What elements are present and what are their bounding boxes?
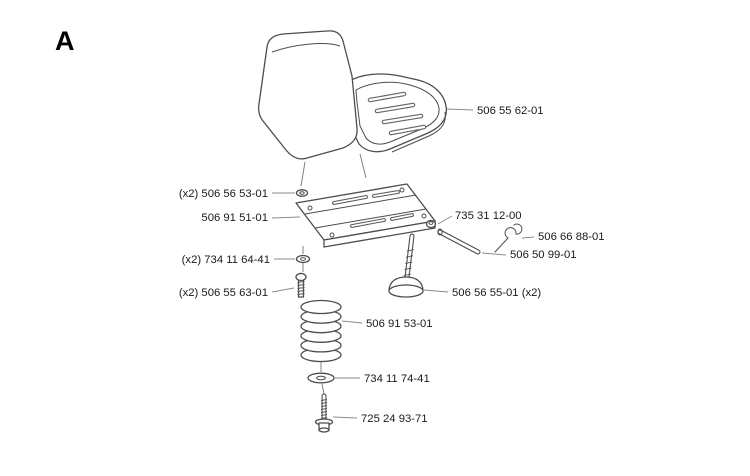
nut-part bbox=[425, 219, 437, 229]
part-label-clip: 506 66 88-01 bbox=[538, 231, 605, 243]
seat-pan-slots bbox=[367, 91, 427, 136]
screw-left-threads bbox=[297, 281, 305, 295]
screw-left-part bbox=[295, 272, 307, 298]
part-labels: 506 55 62-01 (x2) 506 56 53-01 506 91 51… bbox=[179, 105, 605, 425]
knob-base bbox=[388, 284, 424, 298]
knob-shaft-threads bbox=[403, 249, 414, 277]
figure-letter: A bbox=[55, 26, 75, 56]
part-label-screw-left: (x2) 506 55 63-01 bbox=[179, 287, 268, 299]
part-label-nut: 735 31 12-00 bbox=[455, 210, 522, 222]
bolt-threads bbox=[320, 399, 328, 419]
seat-backrest-contour bbox=[271, 43, 341, 53]
part-label-bolt-bottom: 725 24 93-71 bbox=[361, 413, 428, 425]
washer-bottom-part bbox=[307, 372, 335, 384]
part-label-washer-top: (x2) 506 56 53-01 bbox=[179, 188, 268, 200]
bolt-bottom-part bbox=[314, 393, 334, 433]
part-label-washer-mid: (x2) 734 11 64-41 bbox=[182, 254, 270, 266]
bracket-part bbox=[295, 183, 436, 248]
part-label-knob-foot: 506 56 55-01 (x2) bbox=[452, 287, 541, 299]
washer-mid-part bbox=[295, 254, 311, 264]
seat-pan-inner-rim bbox=[355, 81, 440, 145]
part-label-seat: 506 55 62-01 bbox=[477, 105, 544, 117]
seat-part bbox=[257, 30, 447, 160]
knob-foot-part bbox=[388, 233, 424, 298]
part-label-washer-bottom: 734 11 74-41 bbox=[364, 373, 430, 385]
part-label-spring: 506 91 53-01 bbox=[366, 318, 433, 330]
seat-pan bbox=[347, 73, 447, 153]
clip-part bbox=[494, 223, 523, 253]
pin-part bbox=[437, 228, 481, 255]
assembly-axis-lines bbox=[300, 153, 367, 395]
part-label-bracket: 506 91 51-01 bbox=[201, 212, 268, 224]
bracket-slots bbox=[332, 190, 414, 228]
spring-part bbox=[300, 299, 342, 363]
leader-lines bbox=[271, 108, 535, 419]
seat-backrest bbox=[257, 30, 358, 160]
seat-pan-thickness bbox=[391, 111, 446, 153]
bracket-holes bbox=[307, 187, 427, 238]
part-label-pin: 506 50 99-01 bbox=[510, 249, 577, 261]
washer-top-part bbox=[295, 189, 309, 197]
bracket-front-flange bbox=[323, 220, 436, 248]
